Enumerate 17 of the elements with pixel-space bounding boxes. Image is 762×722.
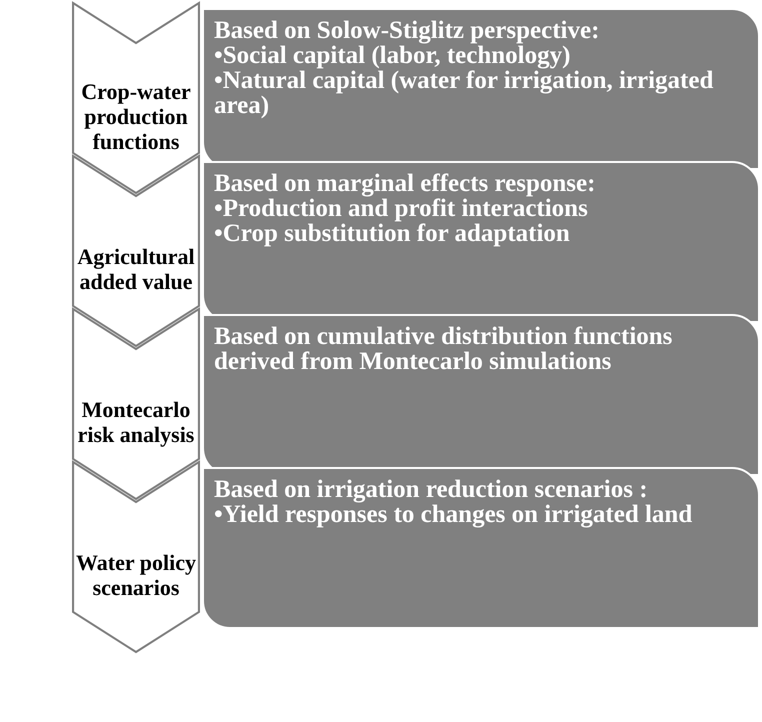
step-label: Crop-water production functions [80, 78, 192, 154]
description-panel [202, 314, 760, 476]
panel-text: Based on irrigation reduction scenarios : [214, 477, 649, 502]
panel-text: Based on marginal effects response: [214, 171, 596, 196]
panel-text: •Yield responses to changes on irrigated land [214, 502, 694, 527]
panel-text: •Natural capital (water for irrigation, irrigated area) [214, 68, 714, 118]
step-label: Agricultural added value [76, 244, 196, 294]
panel-text: •Crop substitution for adaptation [214, 221, 571, 246]
panel-text: •Social capital (labor, technology) [214, 43, 570, 68]
panel-text: Based on Solow-Stiglitz perspective: [214, 18, 600, 43]
panel-text: Based on cumulative distribution functions derived from Montecarlo simulations [214, 324, 674, 374]
description-panel [202, 8, 760, 170]
description-panel [202, 161, 760, 323]
panel-text: •Production and profit interactions [214, 196, 588, 221]
step-label: Montecarlo risk analysis [76, 397, 196, 447]
step-label: Water policy scenarios [76, 550, 196, 600]
description-panel [202, 467, 760, 629]
